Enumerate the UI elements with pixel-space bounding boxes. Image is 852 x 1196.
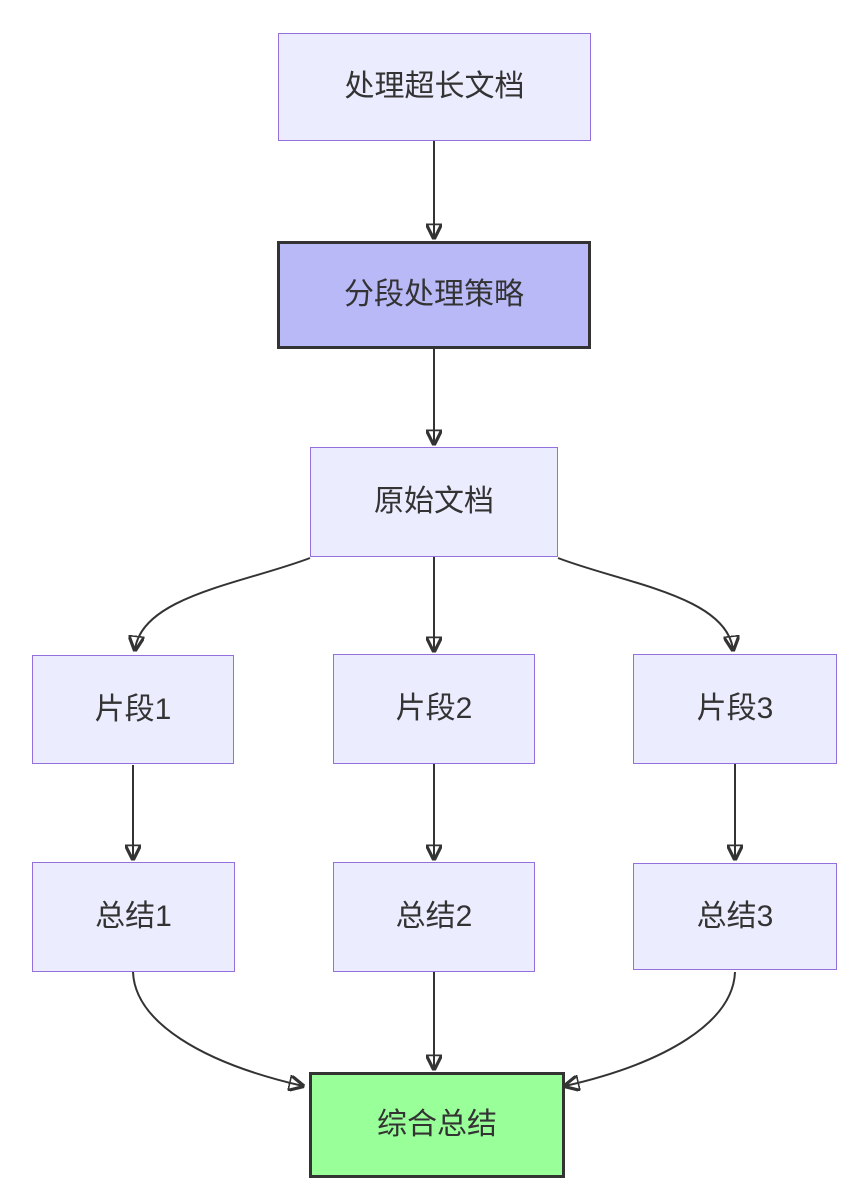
node-summary-3: 总结3 — [633, 863, 837, 970]
edge-E1-F — [132, 971, 303, 1086]
node-final-summary: 综合总结 — [309, 1072, 565, 1178]
node-label: 片段1 — [94, 692, 172, 726]
node-label: 片段2 — [395, 692, 473, 725]
node-fragment-3: 片段3 — [633, 654, 837, 764]
node-label: 分段处理策略 — [344, 278, 524, 311]
node-segmentation-strategy: 分段处理策略 — [277, 241, 591, 349]
node-original-doc: 原始文档 — [310, 447, 558, 557]
node-label: 综合总结 — [377, 1108, 497, 1141]
edge-E3-F — [565, 971, 736, 1086]
node-label: 总结2 — [395, 900, 473, 933]
node-summary-1: 总结1 — [32, 862, 235, 972]
node-label: 原始文档 — [374, 485, 494, 518]
node-fragment-2: 片段2 — [333, 654, 535, 764]
node-label: 处理超长文档 — [344, 70, 525, 103]
node-label: 片段3 — [696, 692, 774, 725]
node-label: 总结1 — [95, 900, 172, 933]
node-process-long-doc: 处理超长文档 — [278, 33, 591, 141]
node-label: 总结3 — [696, 899, 774, 933]
edge-C-D3 — [557, 557, 733, 650]
node-fragment-1: 片段1 — [32, 655, 234, 764]
node-summary-2: 总结2 — [333, 862, 535, 972]
edge-C-D1 — [135, 557, 311, 650]
